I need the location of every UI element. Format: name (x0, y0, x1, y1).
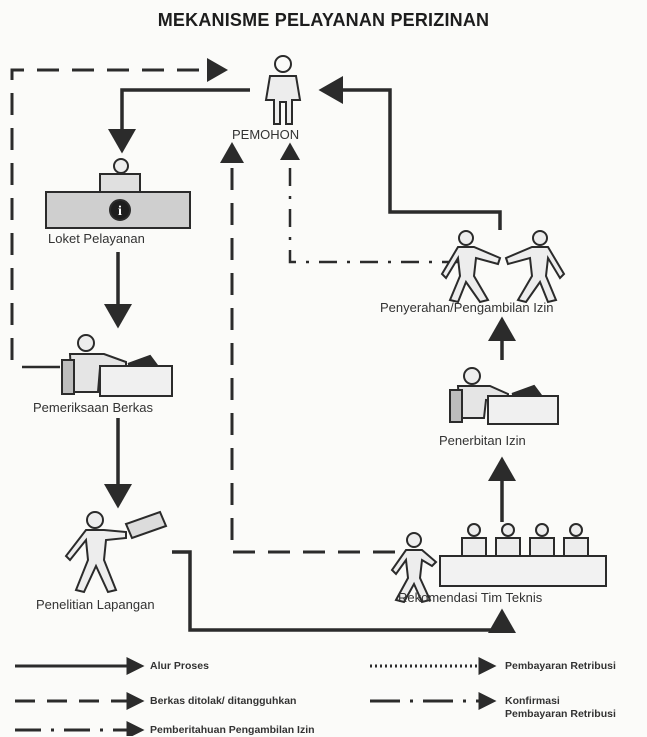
legend-label-konfirmasi: Konfirmasi Pembayaran Retribusi (505, 695, 616, 721)
label-penerbitan-izin: Penerbitan Izin (439, 433, 526, 448)
dashdot-penyerahan-to-pemohon (280, 142, 460, 264)
legend-label-berkas-ditolak: Berkas ditolak/ ditangguhkan (150, 695, 297, 707)
penerbitan-desk-icon (449, 367, 559, 425)
legend-label-konfirmasi-line2: Pembayaran Retribusi (505, 708, 616, 720)
info-icon: i (118, 204, 122, 219)
penelitian-person-icon (64, 510, 168, 594)
legend-label-alur-proses: Alur Proses (150, 660, 209, 672)
rejected-flow (10, 58, 395, 554)
label-rekomendasi-tim-teknis: Rekomendasi Tim Teknis (398, 590, 543, 605)
notification-flow (280, 142, 460, 264)
arrow-penelitian-to-rekomendasi (172, 550, 516, 633)
label-loket-pelayanan: Loket Pelayanan (48, 231, 145, 246)
dashed-rekomendasi-to-pemohon (220, 142, 395, 554)
legend-label-pemberitahuan: Pemberitahuan Pengambilan Izin (150, 724, 315, 736)
legend-label-konfirmasi-line1: Konfirmasi (505, 695, 560, 707)
handshake-icon (440, 230, 566, 304)
legend-label-pembayaran: Pembayaran Retribusi (505, 660, 616, 672)
arrow-penyerahan-to-pemohon (318, 76, 502, 230)
tim-teknis-team-icon (390, 523, 607, 604)
diagram-title: MEKANISME PELAYANAN PERIZINAN (157, 10, 490, 30)
pemeriksaan-desk-icon (22, 334, 173, 397)
label-penyerahan-izin: Penyerahan/Pengambilan Izin (380, 300, 554, 315)
legend-lines (15, 657, 497, 736)
label-pemeriksaan-berkas: Pemeriksaan Berkas (33, 400, 153, 415)
pemohon-person-icon (264, 55, 302, 125)
label-penelitian-lapangan: Penelitian Lapangan (36, 597, 155, 612)
label-pemohon: PEMOHON (232, 127, 300, 142)
dashed-pemeriksaan-to-pemohon (10, 58, 228, 360)
loket-counter-icon (45, 158, 191, 229)
process-flow (104, 76, 516, 633)
arrow-pemohon-to-loket (108, 88, 250, 154)
